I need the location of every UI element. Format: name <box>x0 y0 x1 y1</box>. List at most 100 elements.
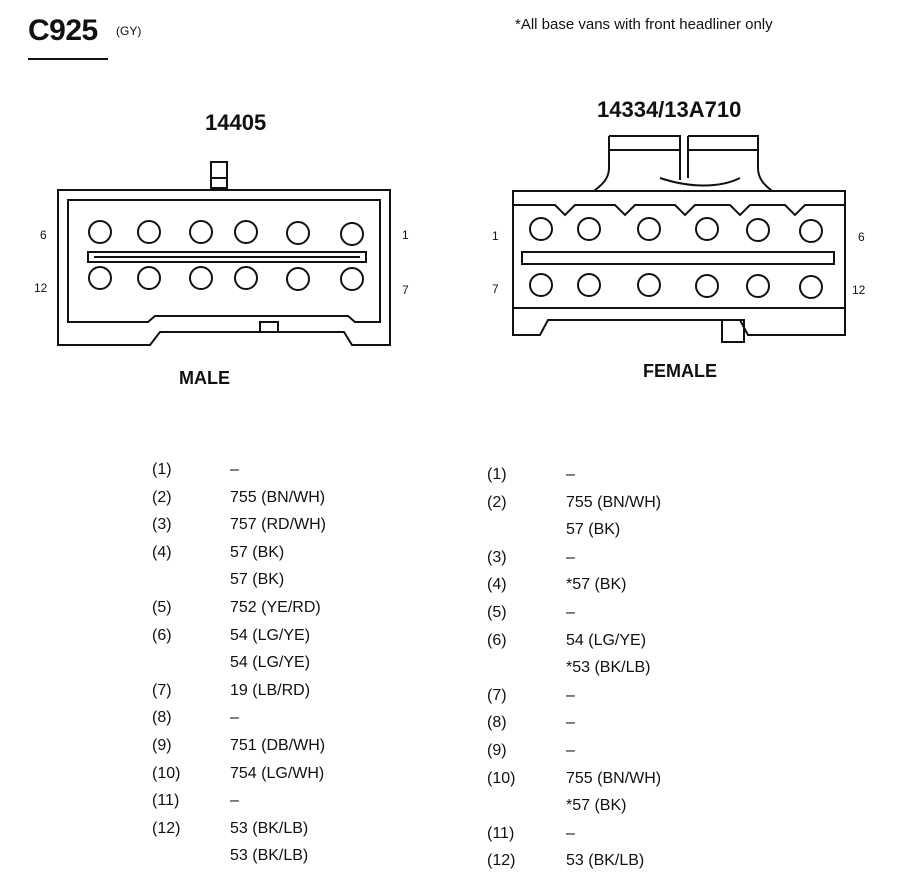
cavity-number: (9) <box>487 742 507 759</box>
female-cavity <box>695 217 719 241</box>
male-cavity <box>234 220 258 244</box>
footnote: *All base vans with front headliner only <box>515 16 773 33</box>
male-pin-label-bottom-right: 7 <box>402 283 409 297</box>
female-pin-label-bottom-right: 12 <box>852 283 866 297</box>
wire-circuit: 752 (YE/RD) <box>230 599 321 616</box>
wire-circuit: 57 (BK) <box>230 571 285 589</box>
wire-circuit: – <box>230 709 239 727</box>
female-cavity <box>746 218 770 242</box>
wire-circuit: 755 (BN/WH) <box>566 769 662 787</box>
cavity-number: (10) <box>152 764 181 782</box>
female-cavity <box>577 217 601 241</box>
cavity-number: (12) <box>152 819 181 837</box>
female-center-bar <box>521 251 835 265</box>
cavity-number: (6) <box>487 631 507 649</box>
female-part-number: 14334/13A710 <box>597 97 742 122</box>
male-latch <box>210 161 228 189</box>
cavity-number: (1) <box>152 461 172 478</box>
female-pin-label-top-right: 6 <box>858 230 865 244</box>
cavity-number: (6) <box>152 626 172 644</box>
male-cavity <box>88 220 112 244</box>
female-label: FEMALE <box>643 361 717 381</box>
male-inner-housing <box>67 199 381 323</box>
wire-circuit: 53 (BK/LB) <box>230 847 309 865</box>
wire-circuit: – <box>566 548 575 566</box>
cavity-number: (12) <box>487 852 516 870</box>
female-pin-label-top-left: 1 <box>492 229 499 243</box>
wire-circuit: 755 (BN/WH) <box>230 488 326 506</box>
cavity-number: (10) <box>487 769 516 787</box>
wire-circuit: 54 (LG/YE) <box>566 631 647 649</box>
male-part-number: 14405 <box>205 110 267 135</box>
male-cavity <box>137 220 161 244</box>
title-underline <box>28 58 108 60</box>
wire-circuit: – <box>566 686 575 704</box>
male-cavity <box>88 266 112 290</box>
male-key <box>259 321 279 333</box>
cavity-number: (7) <box>487 686 507 704</box>
wire-circuit: – <box>230 792 239 810</box>
male-cavity <box>189 220 213 244</box>
female-cavity <box>695 274 719 298</box>
male-pin-label-top-right: 1 <box>402 228 409 242</box>
wire-circuit: *53 (BK/LB) <box>566 659 651 677</box>
male-cavity <box>234 266 258 290</box>
wire-circuit: – <box>566 742 575 759</box>
male-cavities <box>88 220 364 291</box>
cavity-number: (11) <box>487 824 515 842</box>
female-cavity <box>799 219 823 243</box>
cavity-number: (5) <box>152 599 172 616</box>
male-cavity <box>286 221 310 245</box>
cavity-number: (9) <box>152 737 172 754</box>
connector-id: C925 <box>28 14 98 47</box>
cavity-number: (2) <box>487 493 507 511</box>
wire-circuit: – <box>566 604 575 621</box>
female-cavities <box>529 217 823 299</box>
cavity-number: (2) <box>152 488 172 506</box>
wire-circuit: 53 (BK/LB) <box>230 819 309 837</box>
female-cavity <box>577 273 601 297</box>
female-cavity <box>637 217 661 241</box>
male-connector-drawing <box>57 161 391 346</box>
wire-circuit: 53 (BK/LB) <box>566 852 645 870</box>
female-cavity <box>529 217 553 241</box>
wire-circuit: 54 (LG/YE) <box>230 626 311 644</box>
female-cavity <box>529 273 553 297</box>
female-top-tab-left <box>609 135 681 180</box>
female-key <box>721 319 745 343</box>
wire-circuit: 754 (LG/WH) <box>230 764 325 782</box>
female-cavity <box>799 275 823 299</box>
male-cavity <box>340 267 364 291</box>
male-cavity <box>137 266 161 290</box>
cavity-number: (4) <box>152 543 172 561</box>
wire-circuit: – <box>230 461 239 478</box>
cavity-number: (8) <box>152 709 172 727</box>
wire-circuit: 54 (LG/YE) <box>230 654 311 672</box>
female-top-tab-right <box>688 135 773 192</box>
female-cavity <box>746 274 770 298</box>
male-label: MALE <box>179 368 230 388</box>
female-cavity <box>637 273 661 297</box>
male-pin-label-bottom-left: 12 <box>34 281 48 295</box>
wire-circuit: 757 (RD/WH) <box>230 516 327 534</box>
female-pin-label-bottom-left: 7 <box>492 282 499 296</box>
wire-circuit: 755 (BN/WH) <box>566 493 662 511</box>
wire-circuit: 19 (LB/RD) <box>230 681 311 699</box>
male-pin-label-top-left: 6 <box>40 228 47 242</box>
wire-circuit: – <box>566 714 575 732</box>
wire-circuit: 57 (BK) <box>566 521 621 539</box>
female-inner-top-edge <box>513 204 845 217</box>
male-cavity <box>189 266 213 290</box>
male-cavity <box>340 222 364 246</box>
male-outer-housing <box>57 189 391 346</box>
cavity-number: (3) <box>152 516 172 534</box>
male-cavity <box>286 267 310 291</box>
wire-circuit: *57 (BK) <box>566 576 627 594</box>
cavity-number: (11) <box>152 792 180 810</box>
female-connector-drawing <box>512 135 846 343</box>
wire-circuit: – <box>566 824 575 842</box>
wire-circuit: 57 (BK) <box>230 543 285 561</box>
cavity-number: (4) <box>487 576 507 594</box>
connector-color: (GY) <box>116 24 142 38</box>
cavity-number: (5) <box>487 604 507 621</box>
